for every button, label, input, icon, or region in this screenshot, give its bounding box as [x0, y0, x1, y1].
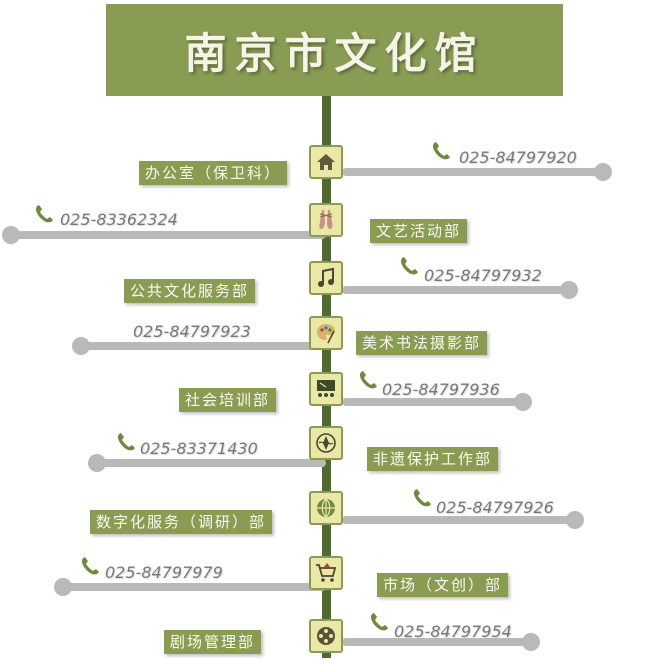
music-note-icon: [309, 261, 343, 295]
connector-line: [342, 398, 522, 406]
phone-handset-icon: [413, 489, 431, 507]
shopping-cart-icon: [309, 556, 343, 590]
phone-number: 025-83362324: [60, 210, 178, 229]
connector-line: [342, 168, 604, 176]
department-label: 美术书法摄影部: [356, 331, 488, 355]
phone-number: 025-84797932: [424, 266, 542, 285]
heritage-emblem-icon: [309, 426, 343, 460]
phone-handset-icon: [370, 613, 388, 631]
phone-number: 025-84797926: [436, 498, 554, 517]
ballet-shoes-icon: [309, 203, 343, 237]
connector-line: [342, 286, 572, 294]
phone-number: 025-84797954: [394, 622, 512, 641]
phone-number: 025-84797923: [133, 322, 251, 341]
connector-dot: [522, 633, 540, 651]
phone-handset-icon: [359, 371, 377, 389]
phone-handset-icon: [81, 557, 99, 575]
connector-line: [96, 459, 326, 467]
department-label: 市场（文创）部: [377, 573, 509, 597]
department-label: 公共文化服务部: [124, 279, 256, 303]
film-reel-icon: [309, 619, 343, 653]
connector-dot: [566, 511, 584, 529]
connector-dot: [88, 454, 106, 472]
globe-icon: [309, 491, 343, 525]
phone-handset-icon: [400, 257, 418, 275]
department-label: 剧场管理部: [164, 630, 262, 654]
connector-dot: [560, 281, 578, 299]
title-banner: 南京市文化馆: [106, 4, 563, 96]
connector-line: [80, 342, 326, 350]
connector-dot: [72, 337, 90, 355]
phone-number: 025-83371430: [140, 439, 258, 458]
connector-line: [10, 231, 326, 239]
connector-line: [62, 583, 326, 591]
connector-line: [342, 638, 532, 646]
connector-dot: [514, 393, 532, 411]
connector-dot: [2, 226, 20, 244]
connector-line: [342, 516, 574, 524]
phone-number: 025-84797920: [459, 148, 577, 167]
department-label: 社会培训部: [179, 388, 277, 412]
phone-handset-icon: [117, 433, 135, 451]
department-label: 文艺活动部: [370, 219, 468, 243]
connector-dot: [594, 163, 612, 181]
phone-number: 025-84797936: [382, 380, 500, 399]
phone-handset-icon: [35, 205, 53, 223]
classroom-icon: [309, 372, 343, 406]
page-title: 南京市文化馆: [184, 28, 485, 78]
department-label: 办公室（保卫科）: [139, 161, 288, 185]
phone-number: 025-84797979: [105, 563, 223, 582]
house-icon: [309, 145, 343, 179]
phone-handset-icon: [432, 142, 450, 160]
department-label: 非遗保护工作部: [367, 447, 499, 471]
connector-dot: [54, 578, 72, 596]
department-label: 数字化服务（调研）部: [90, 510, 273, 534]
palette-icon: [309, 316, 343, 350]
